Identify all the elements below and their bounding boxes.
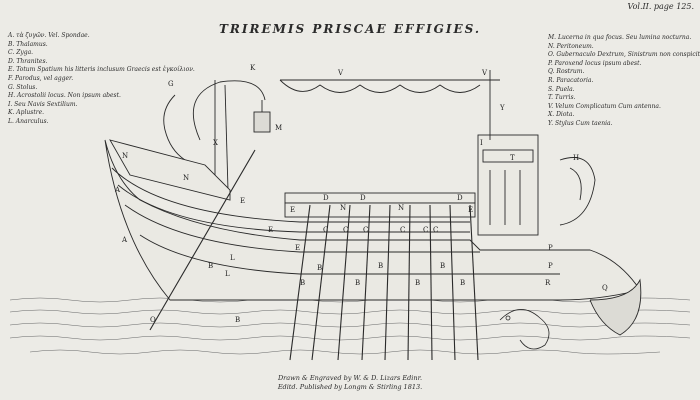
legend-entry: B. Thalamus. [8, 40, 48, 48]
ship-label: C [433, 226, 438, 234]
ship-label: B [235, 316, 240, 324]
ship-label: V [481, 69, 488, 77]
legend-entry: L. Anarculus. [8, 117, 49, 125]
sea-waves [9, 297, 691, 355]
ship-label: Q [602, 284, 608, 292]
legend-entry: Y. Stylus Cum taenia. [548, 119, 613, 127]
ship-label: C [323, 226, 328, 234]
ship-label: L [225, 270, 230, 278]
ship-label: D [323, 194, 329, 202]
legend-entry: E. Totum Spatium his litteris inclusum G… [8, 66, 195, 74]
ship-label: E [240, 197, 245, 205]
ship-label: B [300, 279, 305, 287]
ship-label: B [415, 279, 420, 287]
engraver-credit: Drawn & Engraved by W. & D. Lizars Edinr… [277, 374, 423, 382]
ship-label: E [268, 226, 273, 234]
ship-label: B [460, 279, 465, 287]
ship-label: B [317, 264, 322, 272]
legend-entry: H. Acrostolii locus. Non ipsum abest. [8, 92, 121, 100]
ship-label: B [378, 262, 383, 270]
ship-label: C [400, 226, 405, 234]
oars [149, 149, 479, 361]
legend-entry: N. Peritoneum. [548, 42, 594, 50]
legend-entry: G. Stolus. [8, 83, 38, 91]
ship-label: E [468, 206, 473, 214]
ship-label: E [290, 206, 295, 214]
legend-entry: O. Gubernaculo Dextrum, Sinistrum non co… [548, 51, 700, 59]
legend-entry: D. Thranites. [8, 57, 48, 65]
ship-label: N [340, 204, 346, 212]
plate-title: TRIREMIS PRISCAE EFFIGIES. [218, 22, 482, 36]
legend-left: A. τὰ ζυγῶν. Vel. Spondae. B. Thalamus. … [8, 32, 258, 127]
ship-label: A [121, 236, 128, 244]
ship-label: E [295, 244, 300, 252]
ship-label: A [114, 186, 121, 194]
ship-label: C [423, 226, 428, 234]
ship-label: L [230, 254, 235, 262]
ship-label: X [213, 139, 218, 147]
ship-label: C [363, 226, 368, 234]
ship-label: N [183, 174, 189, 182]
ship-label: V [337, 69, 344, 77]
ship-label: M [275, 124, 282, 132]
ship-label: P [548, 244, 553, 252]
hull [104, 70, 642, 336]
legend-entry: V. Velum Complicatum Cum antenna. [548, 102, 661, 110]
ship-label: P [548, 262, 553, 270]
legend-entry: T. Turris. [548, 94, 576, 102]
legend-entry: C. Zyga. [8, 49, 34, 57]
volume-page-reference: Vol.II. page 125. [627, 2, 694, 11]
ship-label: N [122, 152, 128, 160]
ship-label: Y [499, 104, 505, 112]
legend-entry: X. Diota. [548, 111, 575, 119]
ship-label: B [355, 279, 360, 287]
legend-entry: S. Puela. [548, 85, 575, 93]
ship-letter-labels: K V V X M N N A A E E E E D N D N D E C … [114, 64, 608, 324]
legend-entry: K. Aplustre. [8, 109, 45, 117]
ship-label: T [510, 154, 515, 162]
legend-entry: R. Paracatoria. [548, 76, 594, 84]
ship-label: R [545, 279, 551, 287]
legend-entry: I. Seu Navis Sextilium. [8, 100, 78, 108]
ship-label: H [573, 154, 579, 162]
ship-label: I [480, 139, 483, 147]
ship-label: N [398, 204, 404, 212]
legend-entry: M. Lucerna in qua focus. Seu lumina noct… [548, 34, 692, 41]
ship-label: C [343, 226, 348, 234]
ship-label: B [208, 262, 213, 270]
sea-creature [499, 309, 550, 350]
ship-label: D [360, 194, 366, 202]
legend-entry: Q. Rostrum. [548, 68, 585, 76]
ship-label: D [457, 194, 463, 202]
ship-label: B [440, 262, 445, 270]
legend-entry: A. τὰ ζυγῶν. Vel. Spondae. [8, 32, 90, 39]
ship-label: K [250, 64, 256, 72]
legend-entry: F. Parodus, vel agger. [8, 74, 74, 82]
legend-entry: P. Paroxend locus ipsum abest. [548, 59, 642, 67]
publisher-credit: Editd. Published by Longm & Stirling 181… [277, 383, 423, 391]
ship-label: G [168, 80, 174, 88]
legend-right: M. Lucerna in qua focus. Seu lumina noct… [548, 34, 700, 129]
ship-label: O [150, 316, 156, 324]
